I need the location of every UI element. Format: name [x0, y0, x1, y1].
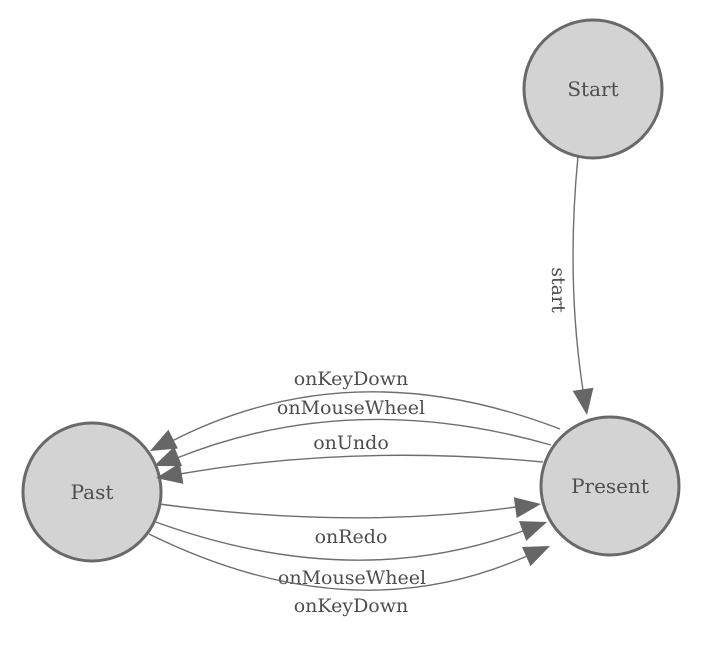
arrowhead-icon	[513, 497, 541, 519]
edge-label-onmousewheel-bottom: onMouseWheel	[278, 567, 426, 589]
edge-curve-onkeydown-top	[171, 391, 561, 442]
edge-curve-onundo	[179, 454, 544, 475]
edge-label-onkeydown-bottom: onKeyDown	[294, 595, 409, 617]
node-circle-present[interactable]	[539, 415, 681, 557]
edge-present-to-past-onundo: onUndo	[156, 432, 544, 484]
arrowhead-icon	[518, 521, 547, 541]
node-start[interactable]: Start	[522, 18, 664, 160]
edge-curve-onmousewheel-top	[176, 418, 552, 459]
arrowhead-icon	[521, 546, 550, 567]
arrowhead-icon	[572, 387, 594, 415]
edge-present-to-past-onkeydown: onKeyDown	[150, 368, 561, 451]
edge-past-to-present-onkeydown: onKeyDown	[148, 533, 550, 617]
node-present[interactable]: Present	[539, 415, 681, 557]
edge-label-onundo: onUndo	[313, 432, 389, 454]
edge-curve-start	[572, 155, 584, 391]
node-label-past: Past	[71, 480, 114, 504]
node-past[interactable]: Past	[21, 421, 163, 563]
edge-curve-onmousewheel-bottom	[152, 520, 524, 561]
node-label-start: Start	[567, 77, 618, 101]
arrowhead-icon	[156, 463, 184, 484]
edge-past-to-present-onredo: onRedo	[158, 497, 541, 548]
node-circle-past[interactable]	[21, 421, 163, 563]
node-circle-start[interactable]	[522, 18, 664, 160]
edge-curve-onredo	[158, 503, 517, 519]
edge-label-onkeydown-top: onKeyDown	[294, 368, 409, 390]
edge-start-to-present: start	[547, 155, 594, 415]
node-label-present: Present	[571, 474, 649, 498]
edge-label-onmousewheel-top: onMouseWheel	[277, 397, 425, 419]
edge-label-onredo: onRedo	[315, 526, 388, 548]
edge-present-to-past-onmousewheel: onMouseWheel	[154, 397, 552, 467]
arrowhead-icon	[154, 446, 183, 467]
edge-label-start: start	[547, 267, 569, 313]
edge-past-to-present-onmousewheel: onMouseWheel	[152, 520, 547, 589]
arrowhead-icon	[150, 429, 178, 451]
edge-curve-onkeydown-bottom	[148, 533, 528, 591]
